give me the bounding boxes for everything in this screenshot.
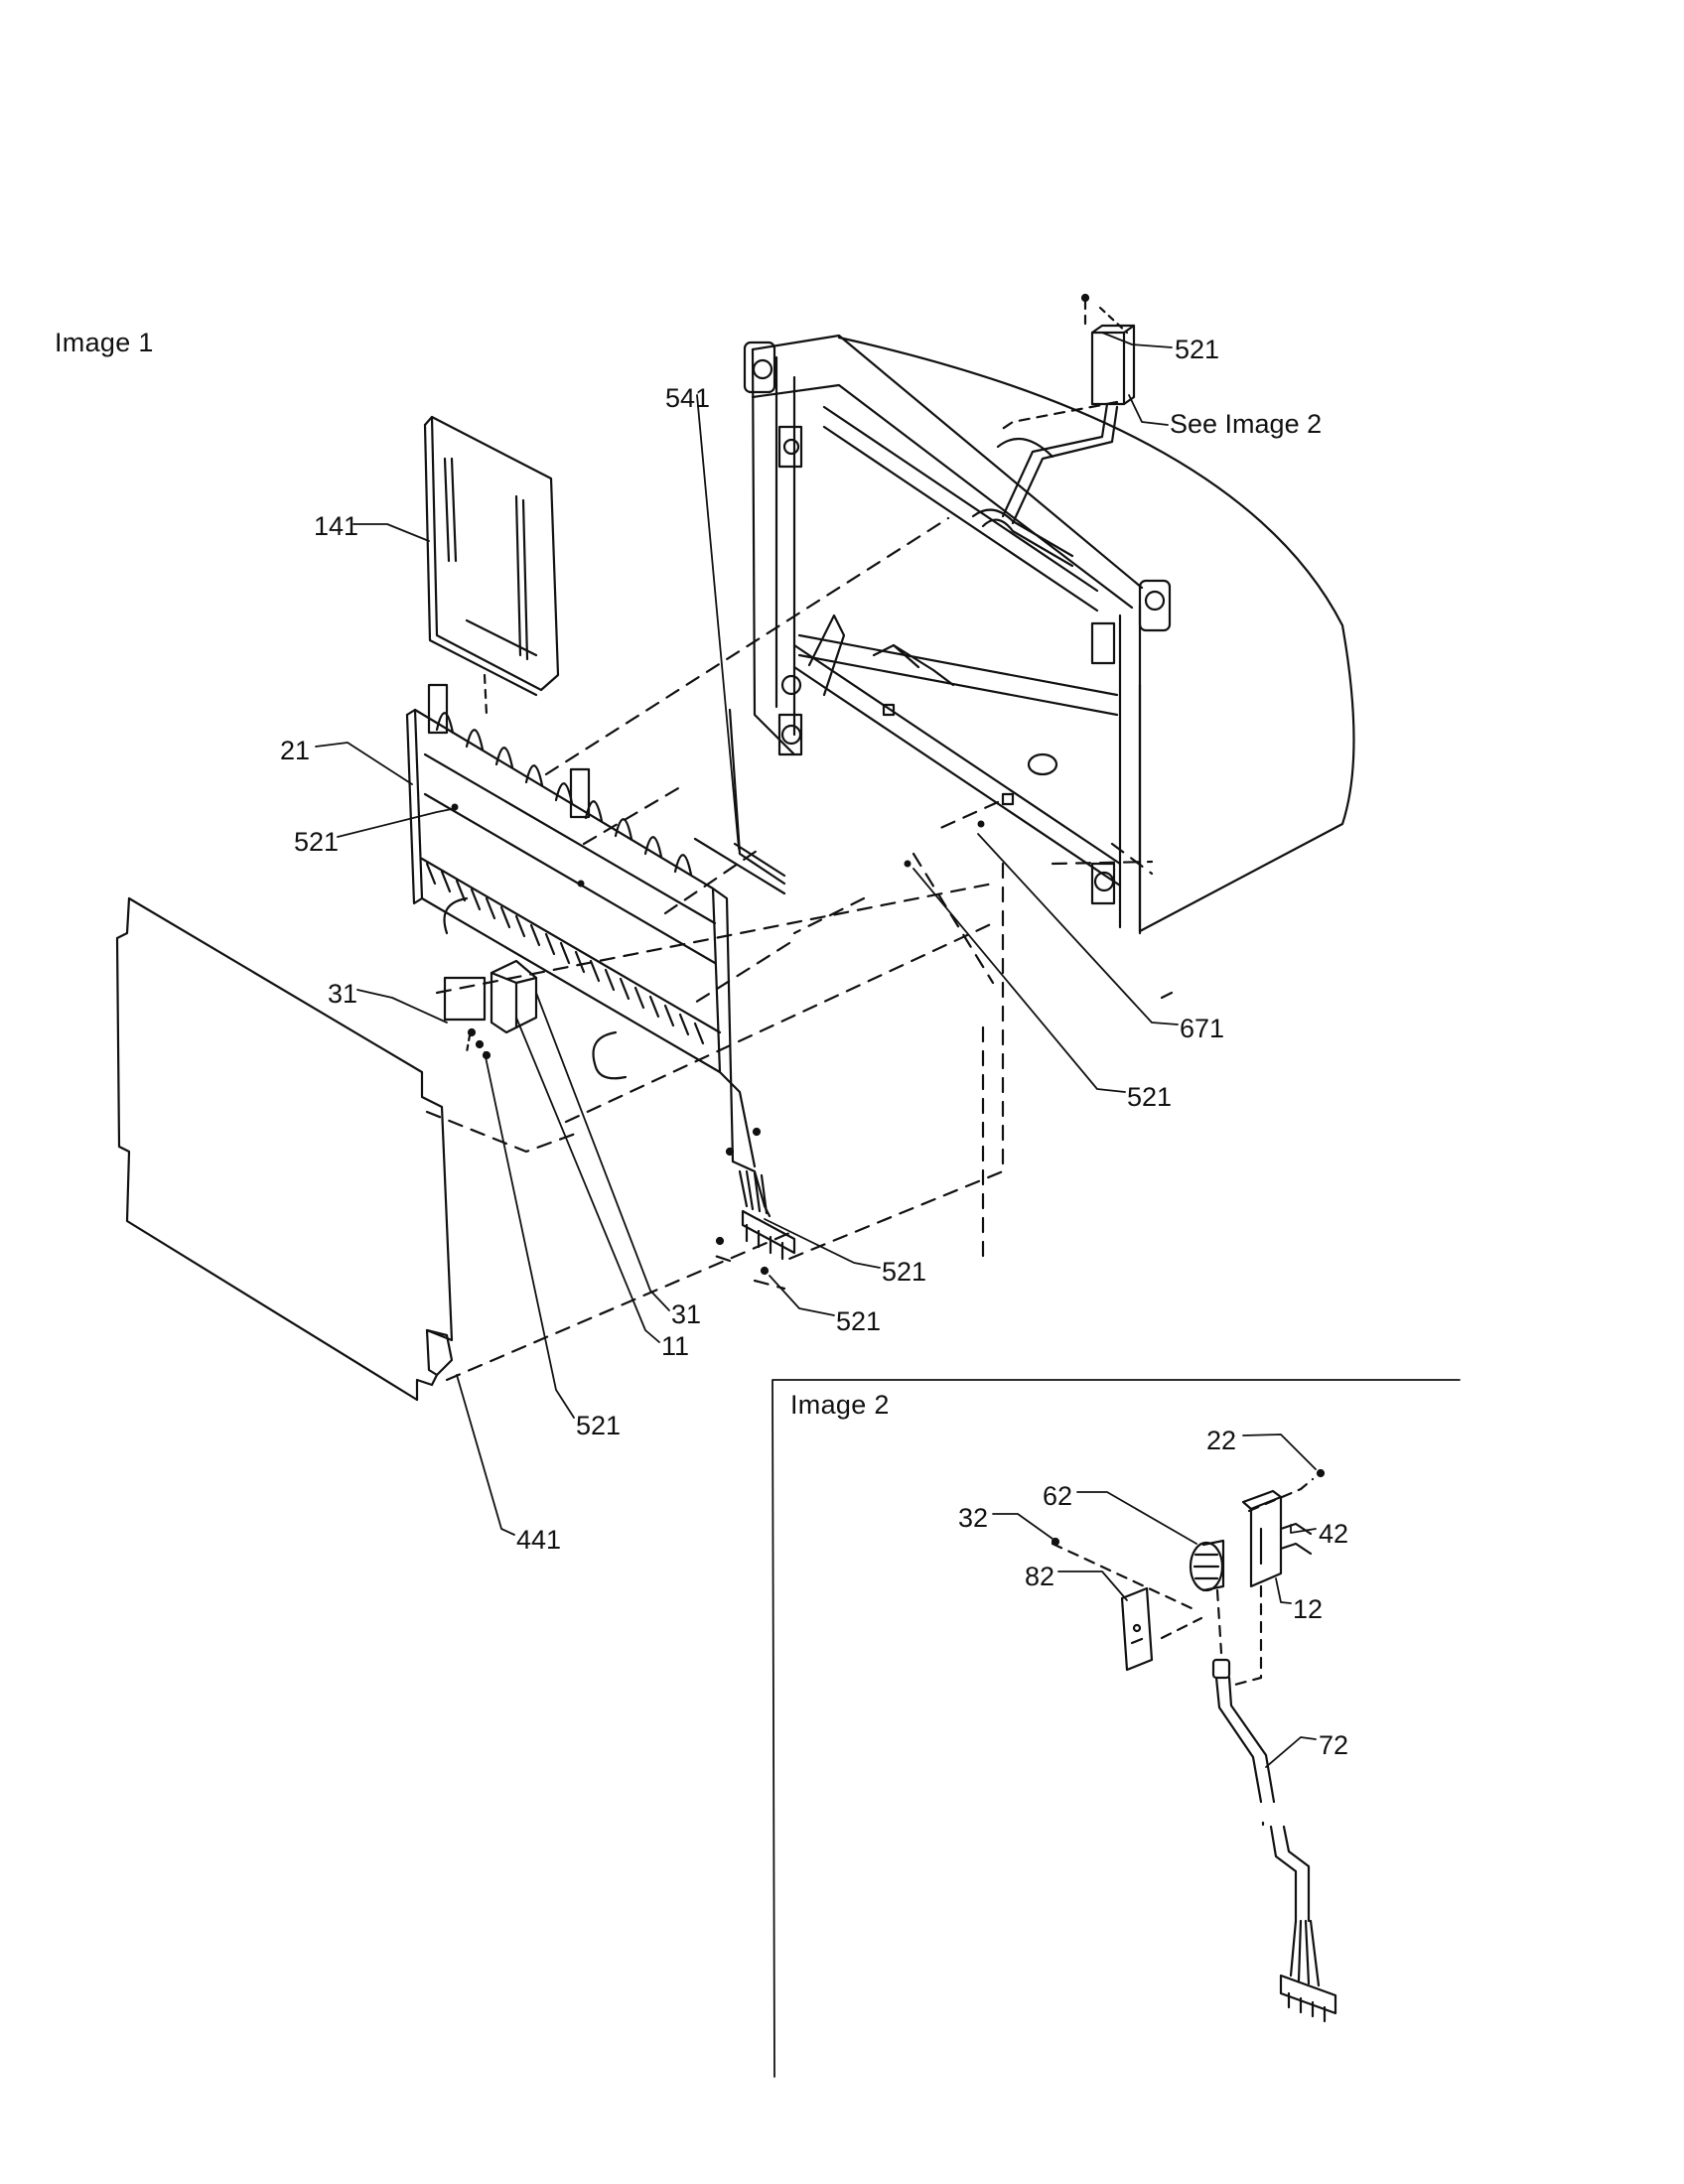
callout-72: 72 bbox=[1319, 1730, 1349, 1760]
evaporator-cover bbox=[423, 415, 560, 697]
callout-141: 141 bbox=[314, 511, 359, 541]
image2-thermostat-assembly bbox=[1051, 1468, 1337, 2023]
leader-lines bbox=[315, 332, 1179, 1536]
image2-heading: Image 2 bbox=[790, 1390, 890, 1420]
image1-heading: Image 1 bbox=[55, 328, 154, 357]
callout-21: 21 bbox=[280, 736, 311, 765]
callout-62: 62 bbox=[1043, 1481, 1073, 1511]
image2-inset-frame bbox=[772, 1379, 1461, 2078]
callout-42: 42 bbox=[1319, 1519, 1349, 1549]
callout-521-harness-low: 521 bbox=[836, 1306, 882, 1336]
callout-31-right: 31 bbox=[671, 1299, 702, 1329]
callout-12: 12 bbox=[1293, 1594, 1324, 1624]
wire-harness bbox=[715, 1127, 796, 1276]
callout-521-grille: 521 bbox=[294, 827, 340, 857]
callout-441: 441 bbox=[516, 1525, 562, 1555]
rear-panel bbox=[115, 896, 454, 1402]
callout-521-bottom: 521 bbox=[576, 1411, 622, 1440]
callout-541: 541 bbox=[665, 383, 711, 413]
defrost-thermostat bbox=[443, 959, 538, 1060]
callout-see-image-2: See Image 2 bbox=[1170, 409, 1323, 439]
callout-22: 22 bbox=[1206, 1426, 1237, 1455]
callout-521-harness: 521 bbox=[882, 1257, 927, 1287]
image2-leader-lines bbox=[992, 1433, 1317, 1768]
callout-11: 11 bbox=[661, 1331, 690, 1361]
fastener-dots bbox=[451, 803, 985, 887]
evaporator-assembly bbox=[405, 683, 757, 1168]
callout-31-left: 31 bbox=[328, 979, 358, 1009]
cabinet-frame bbox=[743, 293, 1355, 935]
drain-trough bbox=[728, 708, 786, 886]
callout-32: 32 bbox=[958, 1503, 989, 1533]
callout-671: 671 bbox=[1180, 1014, 1225, 1043]
cover-guide bbox=[483, 673, 489, 717]
callout-521-top: 521 bbox=[1175, 335, 1220, 364]
callout-82: 82 bbox=[1025, 1562, 1055, 1591]
explode-guides bbox=[425, 516, 1174, 1382]
callout-521-right: 521 bbox=[1127, 1082, 1173, 1112]
